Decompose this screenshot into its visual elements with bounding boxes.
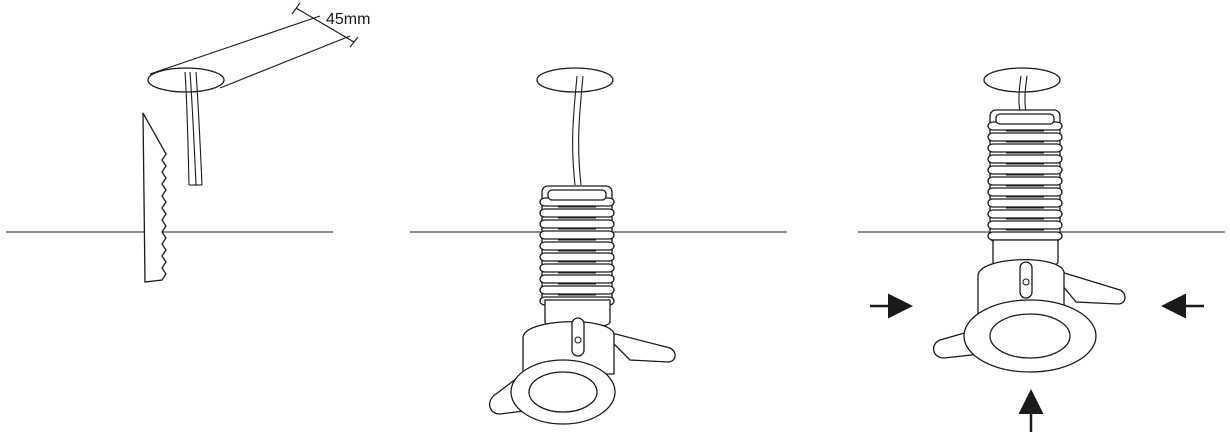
supply-wire <box>572 75 578 186</box>
projection-line-top <box>149 15 321 75</box>
dimension-tick-top <box>291 2 301 15</box>
supply-wire-right <box>189 71 197 186</box>
heatsink-fin <box>539 285 615 295</box>
heatsink-fin <box>987 187 1063 197</box>
heatsink-fin <box>987 220 1063 230</box>
heatsink-fin <box>539 263 615 273</box>
spring-clip-right <box>1046 266 1126 305</box>
heatsink-fin <box>987 209 1063 219</box>
supply-wire-left <box>184 71 190 186</box>
supply-wire-2 <box>1024 75 1028 113</box>
heatsink-fin <box>987 165 1063 175</box>
heatsink-body <box>539 185 615 307</box>
heatsink-fin <box>987 154 1063 164</box>
heatsink-fin <box>539 274 615 284</box>
step-cut-hole: 45mm <box>6 2 370 283</box>
heatsink-fin <box>539 230 615 240</box>
slot-pin <box>1022 278 1030 286</box>
supply-wire-2 <box>578 75 584 186</box>
heatsink-body <box>987 109 1063 243</box>
heatsink-fin <box>539 208 615 218</box>
heatsink-fin <box>539 241 615 251</box>
step-press-to-fit <box>858 67 1225 432</box>
cutout-hole <box>983 67 1061 93</box>
dimension-label: 45mm <box>326 11 370 28</box>
heatsink-fin <box>987 231 1063 241</box>
heatsink-fin <box>987 132 1063 142</box>
heatsink-fin <box>987 176 1063 186</box>
heatsink-fin <box>987 143 1063 153</box>
dimension-tick-bottom <box>349 36 359 48</box>
lens <box>528 371 598 413</box>
lens <box>989 313 1071 359</box>
supply-wire <box>1018 75 1022 113</box>
saw-icon <box>142 112 167 283</box>
heatsink-fin <box>539 252 615 262</box>
projection-line-bottom <box>219 35 351 89</box>
slot-pin <box>574 336 582 344</box>
heatsink-fin <box>987 198 1063 208</box>
supply-wire-right-2 <box>195 71 203 186</box>
step-insert-fitting <box>410 67 787 425</box>
heatsink-fin <box>539 219 615 229</box>
spring-clip-right <box>597 328 676 363</box>
cutout-hole <box>536 67 614 93</box>
dimension-line <box>295 7 355 43</box>
clip-slot <box>1019 261 1033 299</box>
